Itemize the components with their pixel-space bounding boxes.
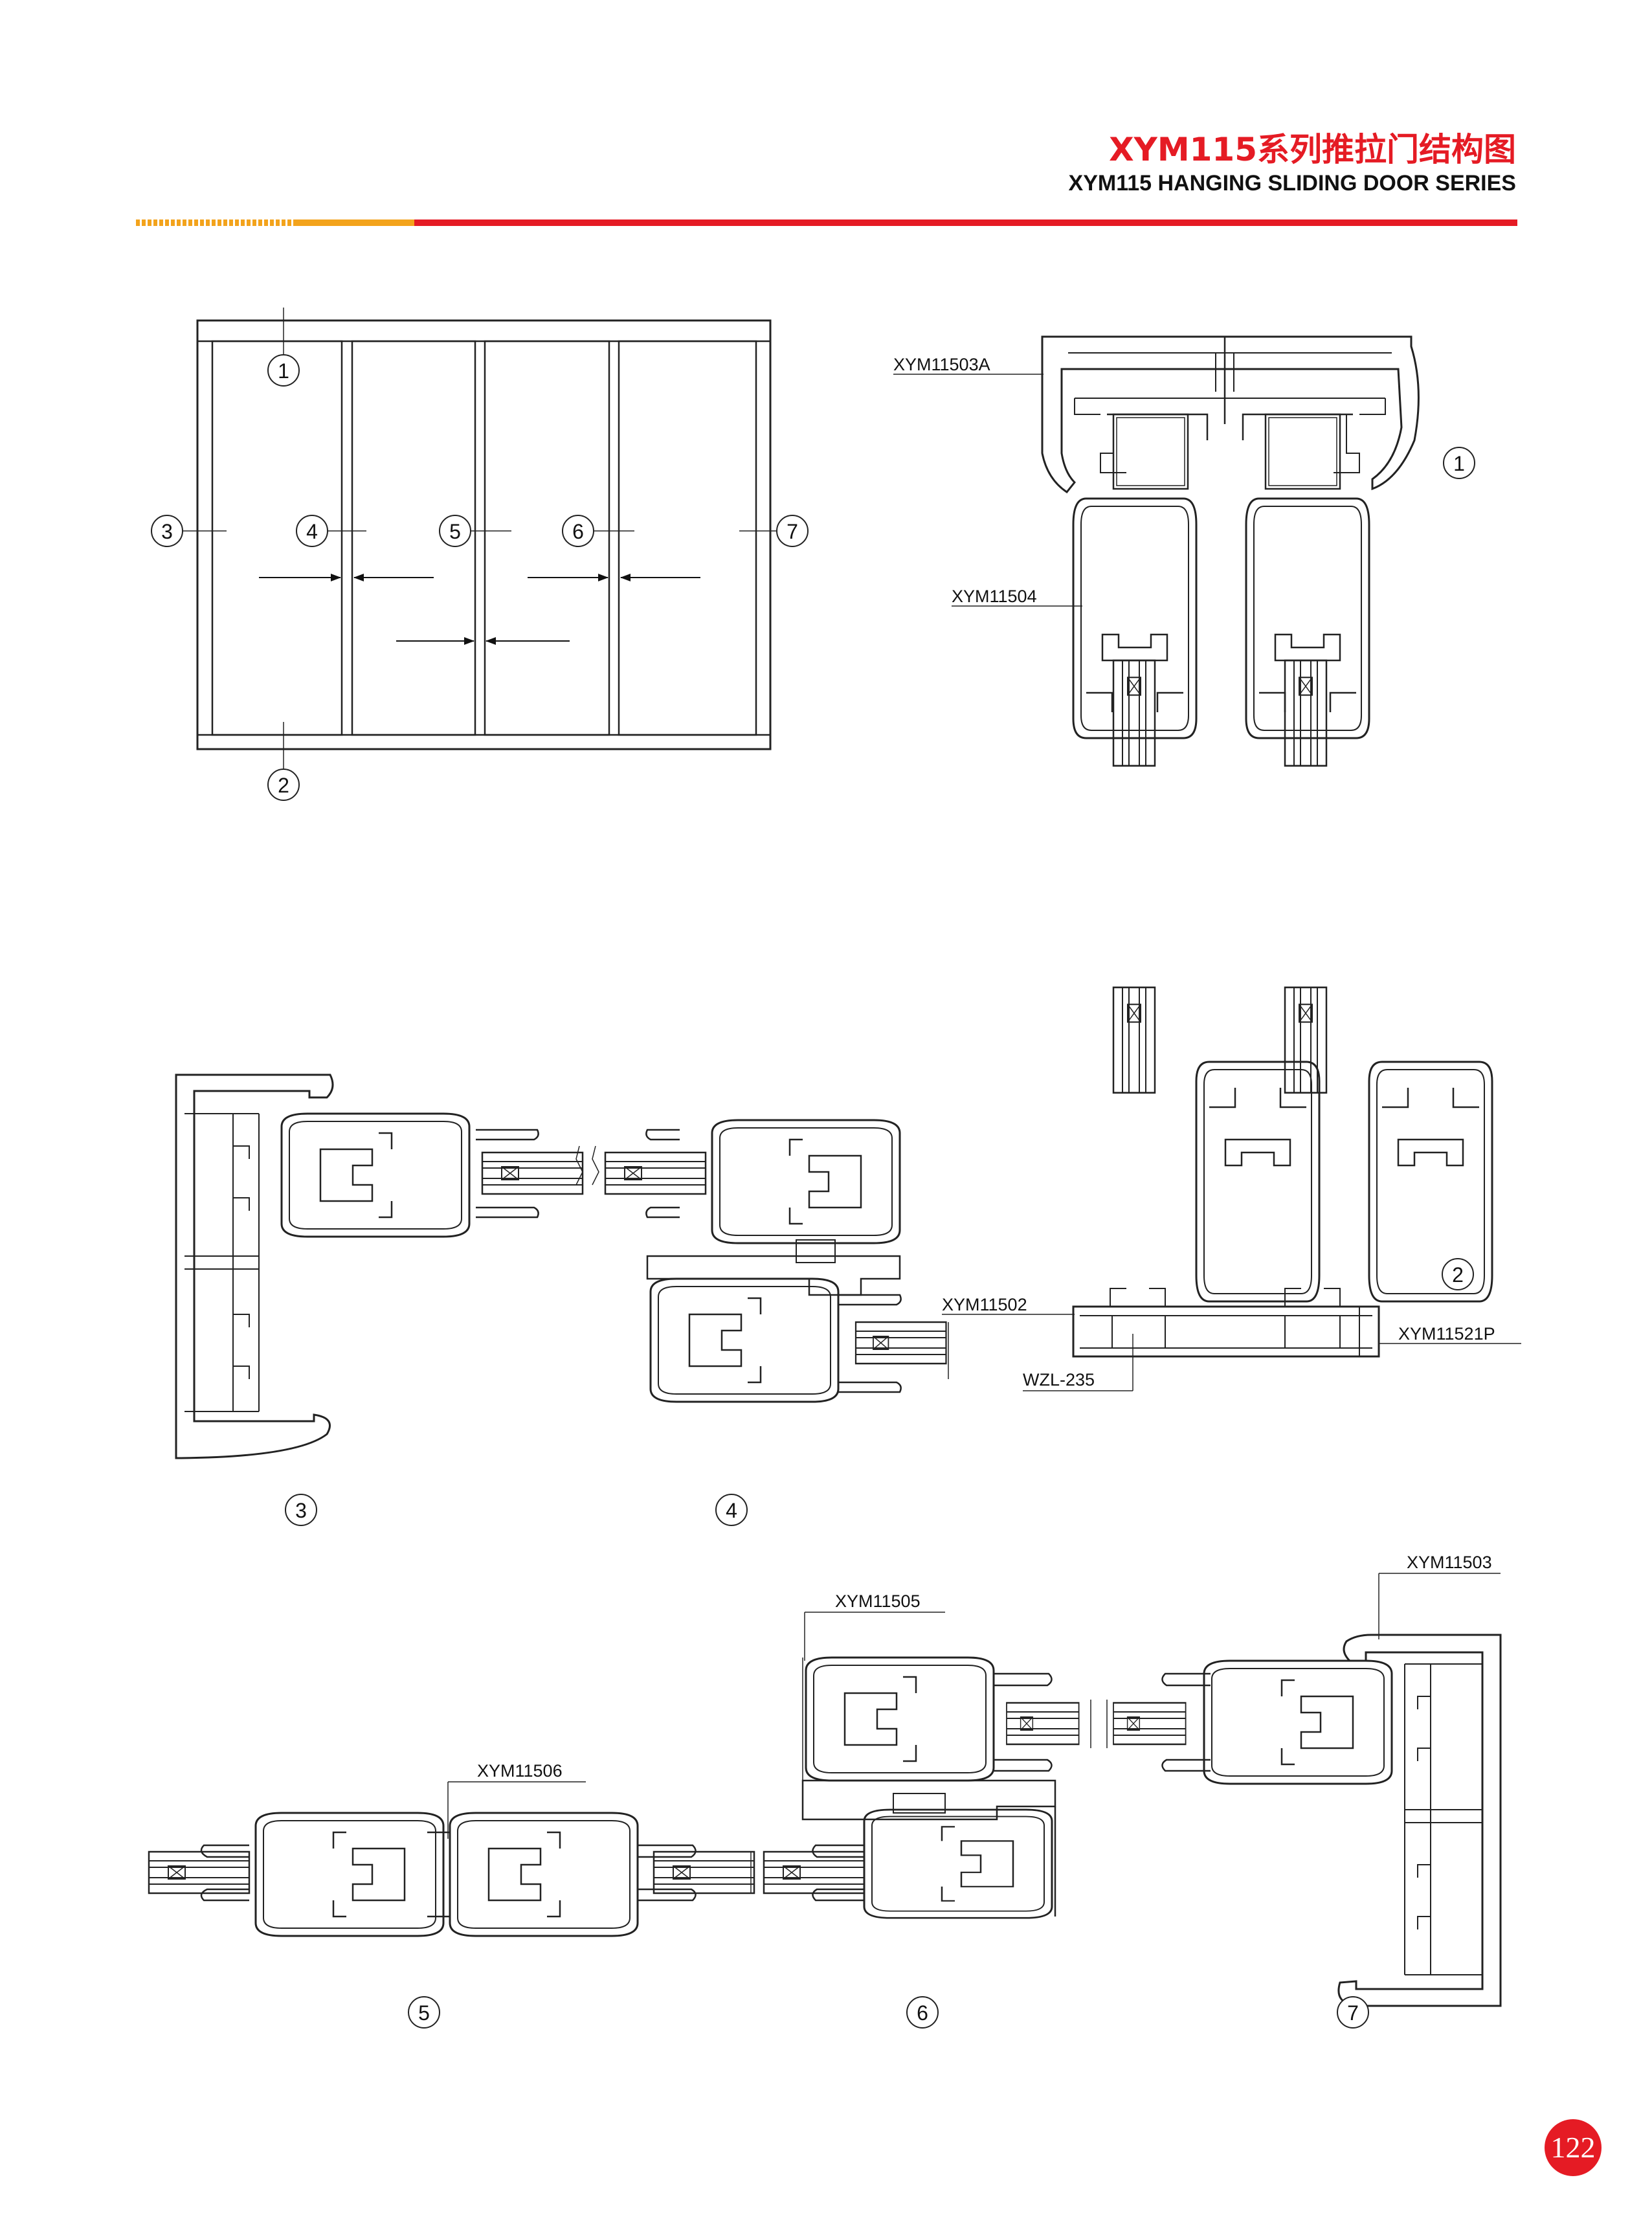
section-callout: 7: [1337, 1996, 1369, 2029]
elevation-callout: 1: [267, 354, 300, 387]
part-label: XYM11503A: [893, 355, 990, 374]
part-label: XYM11502: [942, 1295, 1027, 1314]
svg-text:4: 4: [306, 520, 318, 543]
jamb-frame-profile: [175, 1074, 334, 1459]
svg-text:6: 6: [572, 520, 584, 543]
section-callout: 3: [285, 1494, 317, 1526]
section-callout: 4: [715, 1494, 748, 1526]
svg-text:2: 2: [278, 774, 289, 797]
page-header: XYM115系列推拉门结构图 XYM115 HANGING SLIDING DO…: [1069, 129, 1516, 197]
section-3-jamb: 3: [175, 1074, 584, 1526]
part-label: XYM11521P: [1398, 1324, 1495, 1343]
elevation-callout: 3: [151, 515, 183, 547]
part-label: XYM11503: [1407, 1553, 1492, 1572]
section-2-sill: XYM11502 XYM11521P WZL-235 2: [942, 986, 1521, 1391]
page-title-cn: XYM115系列推拉门结构图: [1109, 131, 1516, 168]
part-label: XYM11506: [477, 1761, 563, 1781]
svg-text:3: 3: [295, 1499, 307, 1522]
elevation-panel-4: [618, 340, 757, 736]
elevation-view: 1 2 3 4 5 6 7: [151, 308, 809, 801]
svg-text:6: 6: [917, 2001, 928, 2025]
head-track-profile: [1041, 335, 1420, 494]
sill-track-profile: [1072, 1305, 1380, 1358]
svg-text:5: 5: [449, 520, 461, 543]
jamb-frame-profile: [1337, 1634, 1502, 2007]
rule-red-segment: [414, 219, 1517, 226]
elevation-panel-3: [484, 340, 610, 736]
section-callout: 1: [1443, 447, 1475, 479]
section-7-jamb: XYM11503 7: [1106, 1553, 1502, 2029]
rule-orange-segment: [295, 219, 414, 226]
elevation-callout: 6: [562, 515, 594, 547]
header-rule: [136, 219, 1517, 226]
page-number-badge: 122: [1545, 2119, 1602, 2176]
elevation-callout: 7: [776, 515, 809, 547]
svg-text:1: 1: [278, 359, 289, 383]
section-callout: 2: [1442, 1258, 1474, 1290]
elevation-panel-2: [351, 340, 476, 736]
elevation-callout: 4: [296, 515, 328, 547]
section-1-head: XYM11503A XYM11504 1: [893, 335, 1475, 767]
part-label: XYM11505: [835, 1591, 921, 1611]
elevation-panel-1: [211, 340, 343, 736]
svg-text:2: 2: [1452, 1263, 1464, 1287]
section-5-meeting: XYM11506 5: [148, 1761, 755, 2029]
section-callout: 5: [408, 1996, 440, 2029]
svg-text:4: 4: [726, 1499, 737, 1522]
elevation-callout: 2: [267, 769, 300, 801]
section-6-interlock: XYM11505 6: [763, 1591, 1091, 2029]
svg-text:1: 1: [1453, 452, 1465, 475]
elevation-outer-frame: [196, 319, 772, 750]
elevation-callout: 5: [439, 515, 471, 547]
part-label: WZL-235: [1023, 1370, 1095, 1389]
svg-text:7: 7: [1347, 2001, 1359, 2025]
section-4-interlock: 4: [592, 1119, 949, 1526]
rule-dashed-segment: [136, 219, 295, 226]
part-label: XYM11504: [952, 587, 1037, 606]
svg-text:3: 3: [161, 520, 173, 543]
svg-text:5: 5: [418, 2001, 430, 2025]
svg-text:7: 7: [787, 520, 798, 543]
page-title-en: XYM115 HANGING SLIDING DOOR SERIES: [1068, 171, 1516, 196]
section-callout: 6: [906, 1996, 939, 2029]
